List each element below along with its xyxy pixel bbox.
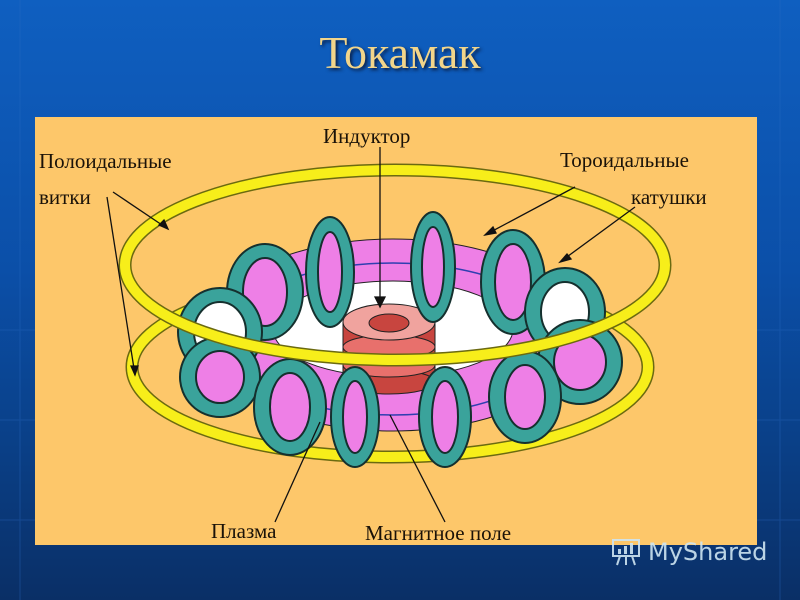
label-plasma: Плазма xyxy=(211,519,277,543)
label-poloidal-coils-line2: витки xyxy=(39,185,91,209)
toroidal-coils xyxy=(177,211,623,468)
label-poloidal-coils-line1: Полоидальные xyxy=(39,149,172,173)
tokamak-illustration xyxy=(106,147,672,523)
watermark: MyShared xyxy=(610,537,767,567)
slide-title: Токамак xyxy=(319,27,481,78)
tokamak-diagram-panel: Полоидальные витки Индуктор Тороидальные… xyxy=(35,117,757,545)
leader-lines xyxy=(106,147,636,523)
watermark-text: MyShared xyxy=(648,538,768,566)
label-magnetic-field: Магнитное поле xyxy=(365,521,512,545)
label-toroidal-coils-line2: катушки xyxy=(631,185,707,209)
label-toroidal-coils-line1: Тороидальные xyxy=(560,148,689,172)
presentation-board-icon xyxy=(612,539,640,566)
label-inductor: Индуктор xyxy=(323,124,411,148)
